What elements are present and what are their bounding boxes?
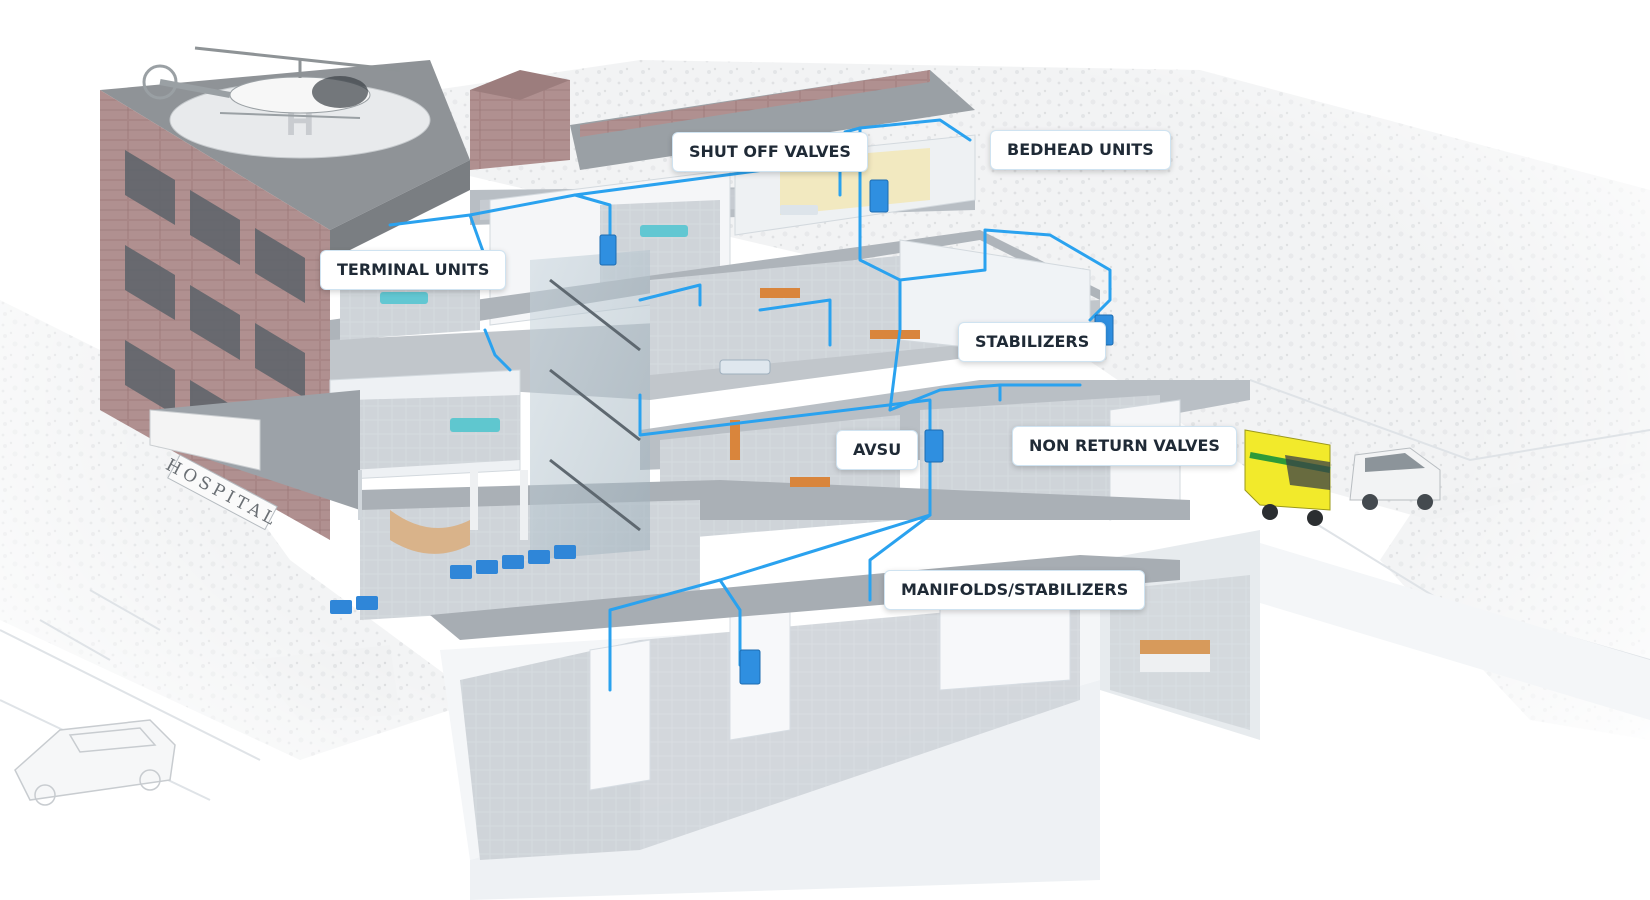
manifolds-stabilizers-label[interactable]: MANIFOLDS/STABILIZERS (884, 570, 1146, 610)
avsu-label[interactable]: AVSU (836, 430, 919, 470)
bedhead-units-label[interactable]: BEDHEAD UNITS (990, 130, 1171, 170)
helicopter-icon (142, 46, 401, 119)
waiting-chair-icon (330, 545, 576, 614)
stabilizers-label[interactable]: STABILIZERS (958, 322, 1107, 362)
hospital-bed-icon (380, 205, 818, 432)
terminal-units-label[interactable]: TERMINAL UNITS (320, 250, 507, 290)
non-return-valves-label[interactable]: NON RETURN VALVES (1012, 426, 1237, 466)
ambulance-icon (1244, 429, 1331, 526)
shut-off-valves-label[interactable]: SHUT OFF VALVES (672, 132, 868, 172)
police-car-icon (1349, 447, 1441, 510)
car-icon (14, 719, 176, 806)
valve-boxes (599, 179, 1114, 685)
basement (440, 530, 1650, 900)
